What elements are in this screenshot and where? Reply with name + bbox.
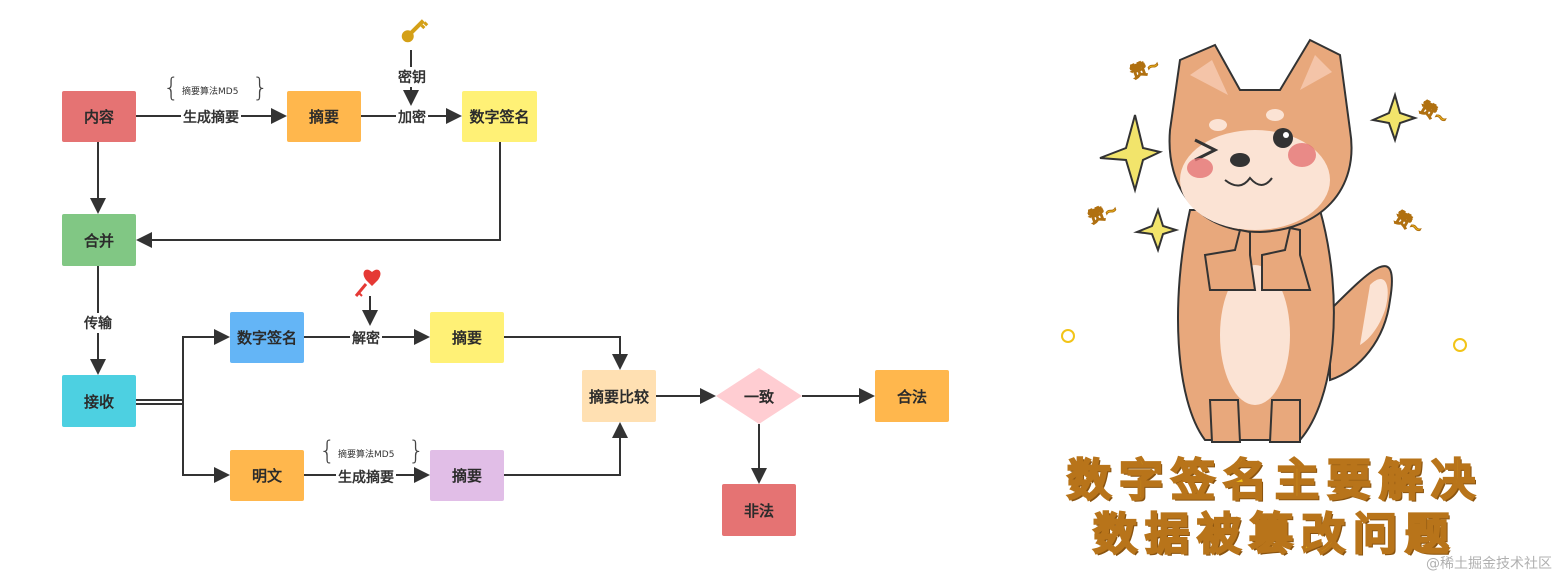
node-merge: 合并	[62, 214, 136, 266]
watermark: @稀土掘金技术社区	[1426, 556, 1552, 572]
node-digest-3: 摘要	[430, 450, 504, 501]
shiba-dog-illustration	[1061, 38, 1467, 443]
star-icon	[1099, 114, 1164, 194]
key-label: 密钥	[396, 67, 428, 87]
arrow-receive-to-signature	[182, 329, 230, 402]
caption-line-2: 数据被篡改问题	[1092, 508, 1457, 561]
encrypt-label: 加密	[396, 107, 428, 127]
node-signature-2: 数字签名	[230, 312, 304, 363]
algorithm-label-bottom: 摘要算法MD5	[338, 450, 395, 460]
transmit-label: 传输	[82, 313, 114, 333]
node-illegal: 非法	[722, 484, 796, 536]
star-icon	[1369, 91, 1419, 144]
brace-right-bottom: }	[408, 436, 425, 466]
arrow-digest3-to-compare	[504, 422, 628, 476]
brace-left-bottom: {	[319, 436, 336, 466]
arrow-receive-to-plaintext	[182, 402, 230, 483]
generate-digest-label-bottom: 生成摘要	[336, 467, 396, 487]
node-signature-1: 数字签名	[462, 91, 537, 142]
caption-line-1: 数字签名主要解决	[1066, 454, 1483, 507]
decrypt-label: 解密	[350, 328, 382, 348]
node-receive: 接收	[62, 375, 136, 427]
generate-digest-label-top: 生成摘要	[181, 107, 241, 127]
node-legal: 合法	[875, 370, 949, 422]
node-compare: 摘要比较	[582, 370, 656, 422]
gold-key-icon	[401, 19, 429, 43]
brace-right-top: }	[252, 73, 269, 103]
heart-key-icon	[354, 269, 381, 297]
node-digest-2: 摘要	[430, 312, 504, 363]
node-digest-1: 摘要	[287, 91, 361, 142]
decision-diamond-shape	[716, 368, 802, 424]
arrow-signature-to-merge	[136, 142, 501, 248]
brace-left-top: {	[163, 73, 180, 103]
node-consistent: 一致	[743, 387, 774, 406]
node-plaintext: 明文	[230, 450, 304, 501]
algorithm-label-top: 摘要算法MD5	[182, 87, 239, 97]
arrow-digest2-to-compare	[504, 336, 628, 370]
star-icon	[1133, 206, 1180, 254]
node-content: 内容	[62, 91, 136, 142]
